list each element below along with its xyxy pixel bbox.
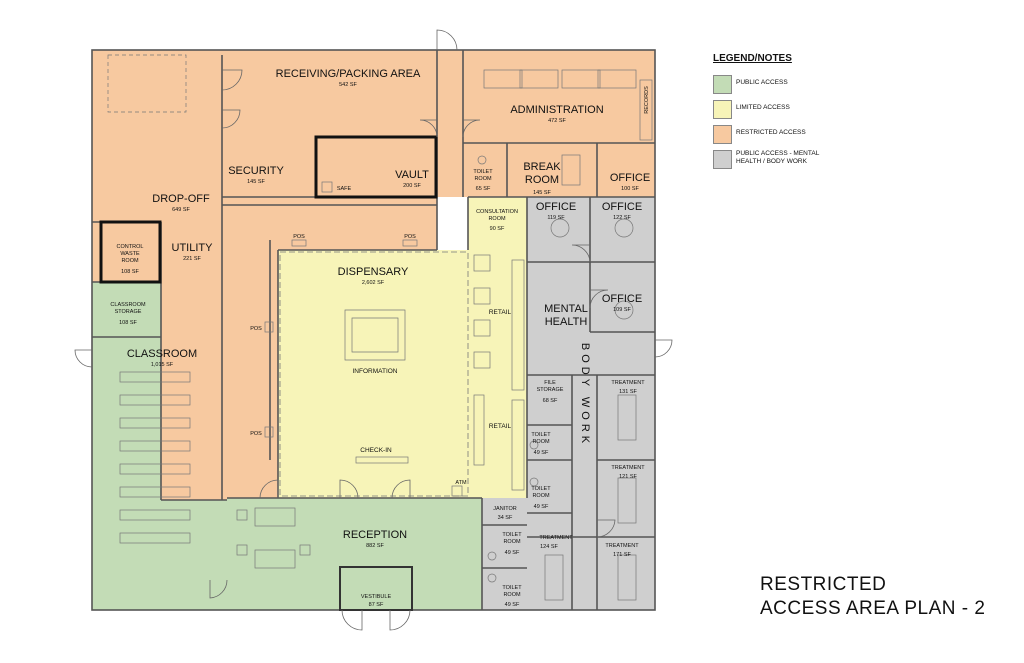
legend-title: LEGEND/NOTES (713, 53, 792, 64)
information-label: INFORMATION (352, 368, 397, 375)
room-treatment-171-area: 171 SF (613, 552, 631, 558)
legend-swatch (713, 150, 732, 169)
zone-fills (92, 50, 655, 610)
room-office-3-name: OFFICE (602, 293, 642, 305)
room-classroom-area: 1,015 SF (151, 362, 174, 368)
room-dispensary-area: 2,602 SF (362, 280, 385, 286)
room-classroom-storage-area: 108 SF (119, 320, 137, 326)
pos-label-top-right: POS (404, 234, 416, 240)
room-treatment-121-area: 121 SF (619, 474, 637, 480)
room-office-1-name: OFFICE (536, 201, 576, 213)
room-dropoff-name: DROP-OFF (152, 193, 210, 205)
room-vestibule-name: VESTIBULE (361, 594, 392, 600)
plan-title-line-2: ACCESS AREA PLAN - 2 (760, 598, 986, 619)
room-records-name: RECORDS (644, 86, 650, 114)
room-security-name: SECURITY (228, 165, 284, 177)
legend-label: LIMITED ACCESS (736, 104, 790, 111)
legend-item: RESTRICTED ACCESS (713, 125, 833, 145)
room-labels: RECEIVING/PACKING AREA 542 SF ADMINISTRA… (110, 68, 650, 608)
check-in-label: CHECK-IN (360, 447, 392, 454)
room-toilet-bw-2-area: 49 SF (534, 504, 549, 510)
legend-swatch (713, 75, 732, 94)
room-office-admin-name: OFFICE (610, 172, 650, 184)
doors (74, 29, 673, 631)
retail-label-2: RETAIL (489, 423, 512, 430)
plan-title: RESTRICTED ACCESS AREA PLAN - 2 (760, 573, 985, 621)
room-toilet-rec-1-area: 49 SF (505, 550, 520, 556)
room-treatment-121-name: TREATMENT (611, 465, 645, 471)
room-body-work-name: BODY WORK (579, 343, 591, 447)
retail-label-1: RETAIL (489, 309, 512, 316)
room-treatment-124-area: 124 SF (540, 544, 558, 550)
pos-label-top-left: POS (293, 234, 305, 240)
room-utility-name: UTILITY (172, 242, 214, 254)
room-treatment-131-name: TREATMENT (611, 380, 645, 386)
pos-label-low: POS (250, 431, 262, 437)
room-administration-area: 472 SF (548, 118, 566, 124)
legend-swatch (713, 100, 732, 119)
legend-swatch (713, 125, 732, 144)
room-receiving-area: 542 SF (339, 82, 357, 88)
legend-label: PUBLIC ACCESS (736, 79, 788, 86)
zone-public-reception (227, 498, 482, 610)
room-toilet-rec-2-area: 49 SF (505, 602, 520, 608)
room-office-2-name: OFFICE (602, 201, 642, 213)
room-reception-area: 882 SF (366, 543, 384, 549)
room-administration-name: ADMINISTRATION (510, 104, 603, 116)
room-vestibule-area: 87 SF (369, 602, 384, 608)
zone-public-classroom (92, 282, 227, 610)
legend-label: RESTRICTED ACCESS (736, 129, 806, 136)
room-treatment-131-area: 131 SF (619, 389, 637, 395)
room-janitor-area: 34 SF (498, 515, 513, 521)
atm-label: ATM (455, 480, 467, 486)
legend-item: LIMITED ACCESS (713, 100, 833, 120)
legend-item: PUBLIC ACCESS (713, 75, 833, 95)
classroom-desks (119, 371, 191, 544)
room-vault-area: 200 SF (403, 183, 421, 189)
room-janitor-name: JANITOR (493, 506, 516, 512)
room-dropoff-area: 649 SF (172, 207, 190, 213)
room-office-admin-area: 100 SF (621, 186, 639, 192)
room-office-3-area: 109 SF (613, 307, 631, 313)
room-classroom-name: CLASSROOM (127, 348, 197, 360)
room-consultation-area: 90 SF (490, 226, 505, 232)
legend-label: PUBLIC ACCESS - MENTAL HEALTH / BODY WOR… (736, 150, 820, 165)
room-vault-name: VAULT (395, 169, 429, 181)
room-treatment-124-name: TREATMENT (539, 535, 573, 541)
plan-title-line-1: RESTRICTED (760, 574, 887, 595)
room-security-area: 145 SF (247, 179, 265, 185)
room-toilet-admin-area: 65 SF (476, 186, 491, 192)
legend-item: PUBLIC ACCESS - MENTAL HEALTH / BODY WOR… (713, 150, 833, 170)
room-break-area: 145 SF (533, 190, 551, 196)
pos-label-mid: POS (250, 326, 262, 332)
room-file-storage-area: 68 SF (543, 398, 558, 404)
room-toilet-bw-1-area: 49 SF (534, 450, 549, 456)
room-utility-area: 221 SF (183, 256, 201, 262)
room-control-waste-area: 108 SF (121, 269, 139, 275)
zone-mental-health (482, 197, 655, 610)
walls (91, 49, 656, 611)
room-treatment-171-name: TREATMENT (605, 543, 639, 549)
zone-restricted (92, 50, 655, 500)
room-receiving-name: RECEIVING/PACKING AREA (276, 68, 421, 80)
room-office-1-area: 119 SF (547, 215, 565, 221)
room-dispensary-name: DISPENSARY (338, 266, 409, 278)
room-office-2-area: 122 SF (613, 215, 631, 221)
safe-label: SAFE (337, 186, 352, 192)
room-reception-name: RECEPTION (343, 529, 407, 541)
furniture (107, 54, 653, 601)
zone-limited (278, 197, 527, 498)
